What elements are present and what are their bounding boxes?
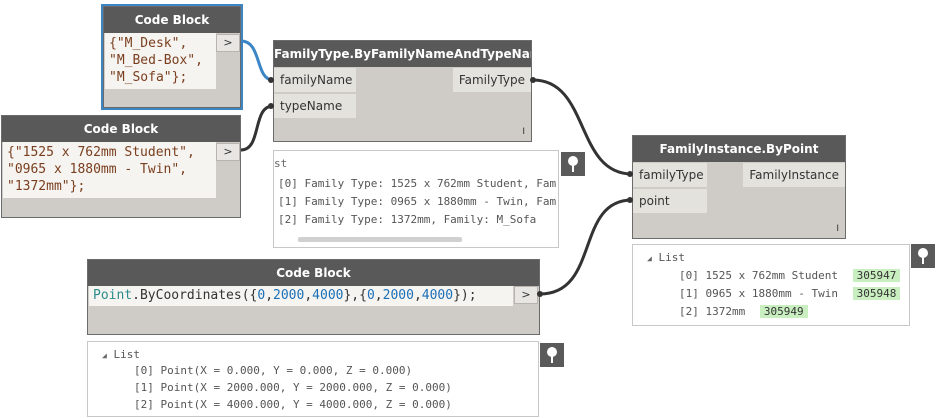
code-editor[interactable]: Point.ByCoordinates({0,2000,4000},{0,200…: [89, 286, 513, 306]
element-id-badge: 305947: [852, 269, 901, 282]
lacing-indicator[interactable]: I: [522, 127, 525, 137]
input-port-dot: [627, 171, 633, 177]
collapse-triangle-icon[interactable]: ◢: [647, 254, 652, 263]
preview-header: st: [274, 157, 288, 170]
preview-row: [1] Point(X = 2000.000, Y = 2000.000, Z …: [134, 381, 452, 394]
preview-row: [0] Family Type: 1525 x 762mm Student, F…: [278, 177, 557, 190]
node-title: Code Block: [2, 116, 240, 142]
family-type-node[interactable]: FamilyType.ByFamilyNameAndTypeName famil…: [273, 40, 532, 142]
element-id-badge: 305949: [759, 305, 808, 318]
code-line: "0965 x 1880mm - Twin",: [7, 162, 188, 177]
code-block-node-3[interactable]: Code Block Point.ByCoordinates({0,2000,4…: [87, 259, 540, 335]
code-line: "M_Bed-Box",: [109, 53, 203, 68]
code-block-node-1[interactable]: Code Block {"M_Desk", "M_Bed-Box", "M_So…: [101, 4, 243, 110]
family-instance-node[interactable]: FamilyInstance.ByPoint familyType point …: [632, 135, 846, 239]
code-line: "M_Sofa"};: [109, 70, 188, 85]
node-title: FamilyType.ByFamilyNameAndTypeName: [274, 41, 531, 67]
output-port-dot: [537, 291, 543, 297]
code-editor[interactable]: {"1525 x 762mm Student", "0965 x 1880mm …: [3, 142, 216, 198]
pin-icon[interactable]: [911, 244, 935, 268]
input-port-dot: [268, 77, 274, 83]
code-block-node-2[interactable]: Code Block {"1525 x 762mm Student", "096…: [1, 115, 241, 218]
output-port-dot: [530, 77, 536, 83]
node-title: FamilyInstance.ByPoint: [633, 136, 845, 162]
node-title: Code Block: [88, 260, 539, 286]
preview-row: [1] Family Type: 0965 x 1880mm - Twin, F…: [278, 195, 557, 208]
preview-header: List: [113, 348, 140, 361]
input-port-dot: [268, 103, 274, 109]
preview-header-row: ◢ List: [647, 251, 685, 264]
lacing-indicator[interactable]: I: [836, 224, 839, 234]
pin-icon[interactable]: [540, 343, 564, 367]
input-port-familytype[interactable]: familyType: [633, 163, 707, 187]
output-port-familyinstance[interactable]: FamilyInstance: [743, 163, 845, 187]
output-port[interactable]: >: [514, 286, 538, 304]
output-port-familytype[interactable]: FamilyType: [452, 68, 531, 92]
horizontal-scrollbar[interactable]: [298, 237, 462, 242]
preview-header-row: ◢ List: [102, 348, 140, 361]
point-preview[interactable]: ◢ List [0] Point(X = 0.000, Y = 0.000, Z…: [87, 341, 539, 417]
family-instance-preview[interactable]: ◢ List [0] 1525 x 762mm Student 305947 […: [632, 244, 910, 326]
input-port-familyname[interactable]: familyName: [274, 68, 356, 92]
code-editor[interactable]: {"M_Desk", "M_Bed-Box", "M_Sofa"};: [105, 33, 216, 89]
preview-row: [2] Family Type: 1372mm, Family: M_Sofa: [278, 213, 537, 226]
element-id-badge: 305948: [852, 287, 901, 300]
preview-row: [0] Point(X = 0.000, Y = 0.000, Z = 0.00…: [134, 364, 413, 377]
input-port-typename[interactable]: typeName: [274, 94, 356, 118]
collapse-triangle-icon[interactable]: ◢: [102, 351, 107, 360]
code-line: "1372mm"};: [7, 179, 86, 194]
preview-header: List: [658, 251, 685, 264]
code-line: {"M_Desk",: [109, 36, 188, 51]
family-type-preview[interactable]: st [0] Family Type: 1525 x 762mm Student…: [273, 150, 559, 248]
preview-row: [0] 1525 x 762mm Student 305947: [679, 269, 901, 282]
input-port-point[interactable]: point: [633, 189, 707, 213]
output-port[interactable]: >: [216, 34, 240, 52]
node-title: Code Block: [104, 7, 240, 33]
pin-icon[interactable]: [561, 152, 585, 176]
preview-row: [1] 0965 x 1880mm - Twin 305948: [679, 287, 901, 300]
wire-codeblock2-typename[interactable]: [240, 104, 274, 152]
preview-row: [2] 1372mm 305949: [679, 305, 808, 318]
wire-codeblock1-familyname[interactable]: [240, 39, 274, 82]
output-port[interactable]: >: [216, 143, 240, 161]
code-line: {"1525 x 762mm Student",: [7, 145, 195, 160]
preview-row: [2] Point(X = 4000.000, Y = 4000.000, Z …: [134, 398, 452, 411]
input-port-dot: [627, 197, 633, 203]
